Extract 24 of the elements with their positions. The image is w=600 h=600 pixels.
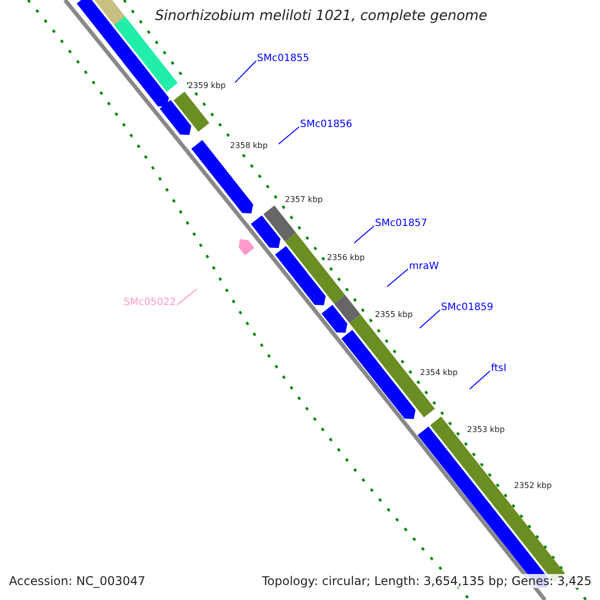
leader-line [386,268,408,288]
leader-line [419,310,440,329]
gene-label: SMc01855 [257,53,310,64]
leader-line [469,370,490,390]
leader-line [278,126,300,145]
accession-text: Accession: NC_003047 [9,574,146,588]
leader-line [354,226,374,244]
tick-label: 2353 kbp [467,425,505,434]
tick-label: 2355 kbp [375,310,413,319]
leader-line [176,288,198,306]
gene-label: SMc01856 [300,119,352,130]
tick-label: 2356 kbp [327,253,365,262]
tick-label: 2357 kbp [285,195,323,204]
genome-info-text: Topology: circular; Length: 3,654,135 bp; Genes: 3,425 [262,574,592,588]
tick-label: 2352 kbp [514,481,552,490]
tick-label: 2354 kbp [420,368,458,377]
gene-label: SMc05022 [124,297,176,308]
leader-line [234,60,256,83]
gene-label: SMc01859 [441,302,494,313]
tick-label: 2358 kbp [230,141,268,150]
tick-label: 2359 kbp [188,81,226,90]
gene-label: ftsI [491,363,506,374]
gene-label: SMc01857 [375,218,428,229]
gene-label: mraW [409,261,439,272]
